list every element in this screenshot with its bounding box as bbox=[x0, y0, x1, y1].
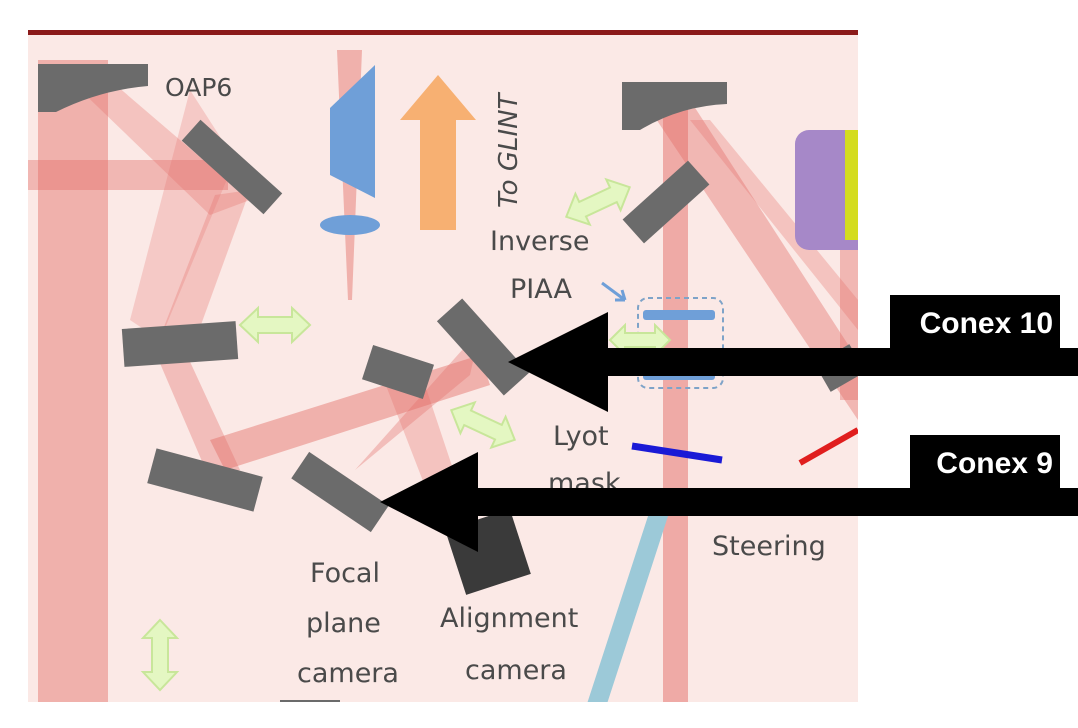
green-double-arrow-2 bbox=[238, 305, 312, 345]
lyot-mask-line bbox=[631, 442, 723, 464]
label-oap6: OAP6 bbox=[165, 73, 232, 102]
beam-left-horizontal bbox=[28, 160, 228, 190]
mirror-center bbox=[362, 344, 434, 400]
mirror-left-middle bbox=[121, 321, 239, 367]
piaa-pointer bbox=[601, 281, 627, 302]
mirror-conex9 bbox=[291, 451, 389, 533]
label-inverse: Inverse bbox=[490, 226, 589, 257]
label-focal: Focal bbox=[310, 558, 380, 589]
bottom-element bbox=[280, 700, 340, 702]
callout-conex9: Conex 9 bbox=[380, 435, 1078, 552]
conex10-arrowhead bbox=[508, 312, 608, 412]
blue-beam bbox=[587, 510, 670, 702]
callout-conex10: Conex 10 bbox=[508, 295, 1078, 412]
label-steering: Steering bbox=[712, 531, 826, 562]
purple-box bbox=[795, 130, 858, 250]
label-alignment-camera: camera bbox=[465, 655, 567, 686]
conex10-label-box bbox=[890, 295, 1060, 351]
yellow-element bbox=[845, 130, 858, 240]
beam-to-focal bbox=[155, 190, 250, 355]
lens-glint bbox=[320, 215, 380, 235]
beam-fan bbox=[355, 330, 480, 470]
mirror-left-lower bbox=[147, 448, 263, 512]
diagram-labels: OAP6 To GLINT Inverse PIAA Lyot mask Ste… bbox=[165, 73, 826, 689]
mirror-top-right bbox=[622, 82, 727, 130]
label-to-glint: To GLINT bbox=[494, 91, 524, 208]
label-lyot: Lyot bbox=[553, 421, 609, 452]
conex10-label: Conex 10 bbox=[920, 307, 1053, 340]
conex9-arrow-shaft bbox=[470, 488, 1078, 516]
beam-left-vertical bbox=[38, 60, 108, 702]
mirror-right bbox=[622, 160, 710, 244]
conex10-arrow-shaft bbox=[600, 348, 1078, 376]
mirrors bbox=[38, 64, 858, 533]
mirror-conex10 bbox=[436, 298, 530, 396]
green-arrows bbox=[140, 177, 672, 692]
beam-right-diagonal-2 bbox=[690, 120, 858, 330]
label-alignment: Alignment bbox=[440, 603, 578, 634]
green-double-arrow-3 bbox=[449, 400, 517, 450]
label-plane: plane bbox=[306, 608, 381, 639]
label-piaa: PIAA bbox=[510, 274, 572, 305]
beam-diagonal-left bbox=[150, 340, 240, 480]
inverse-piaa-lens-1 bbox=[643, 310, 715, 320]
mirror-oap6-fold bbox=[181, 119, 283, 215]
glint-arrow bbox=[400, 75, 476, 230]
conex9-label: Conex 9 bbox=[936, 447, 1053, 480]
conex9-label-box bbox=[910, 435, 1060, 491]
green-double-arrow-4 bbox=[140, 618, 180, 692]
top-border bbox=[28, 30, 858, 35]
oap6-mirror bbox=[38, 64, 148, 112]
piaa-lens-upper bbox=[330, 65, 375, 198]
steering-line bbox=[798, 427, 858, 466]
green-double-arrow-1 bbox=[564, 177, 632, 227]
label-focal-camera: camera bbox=[297, 658, 399, 689]
conex9-arrowhead bbox=[380, 452, 478, 552]
beam-diagonal-upper bbox=[70, 80, 250, 215]
